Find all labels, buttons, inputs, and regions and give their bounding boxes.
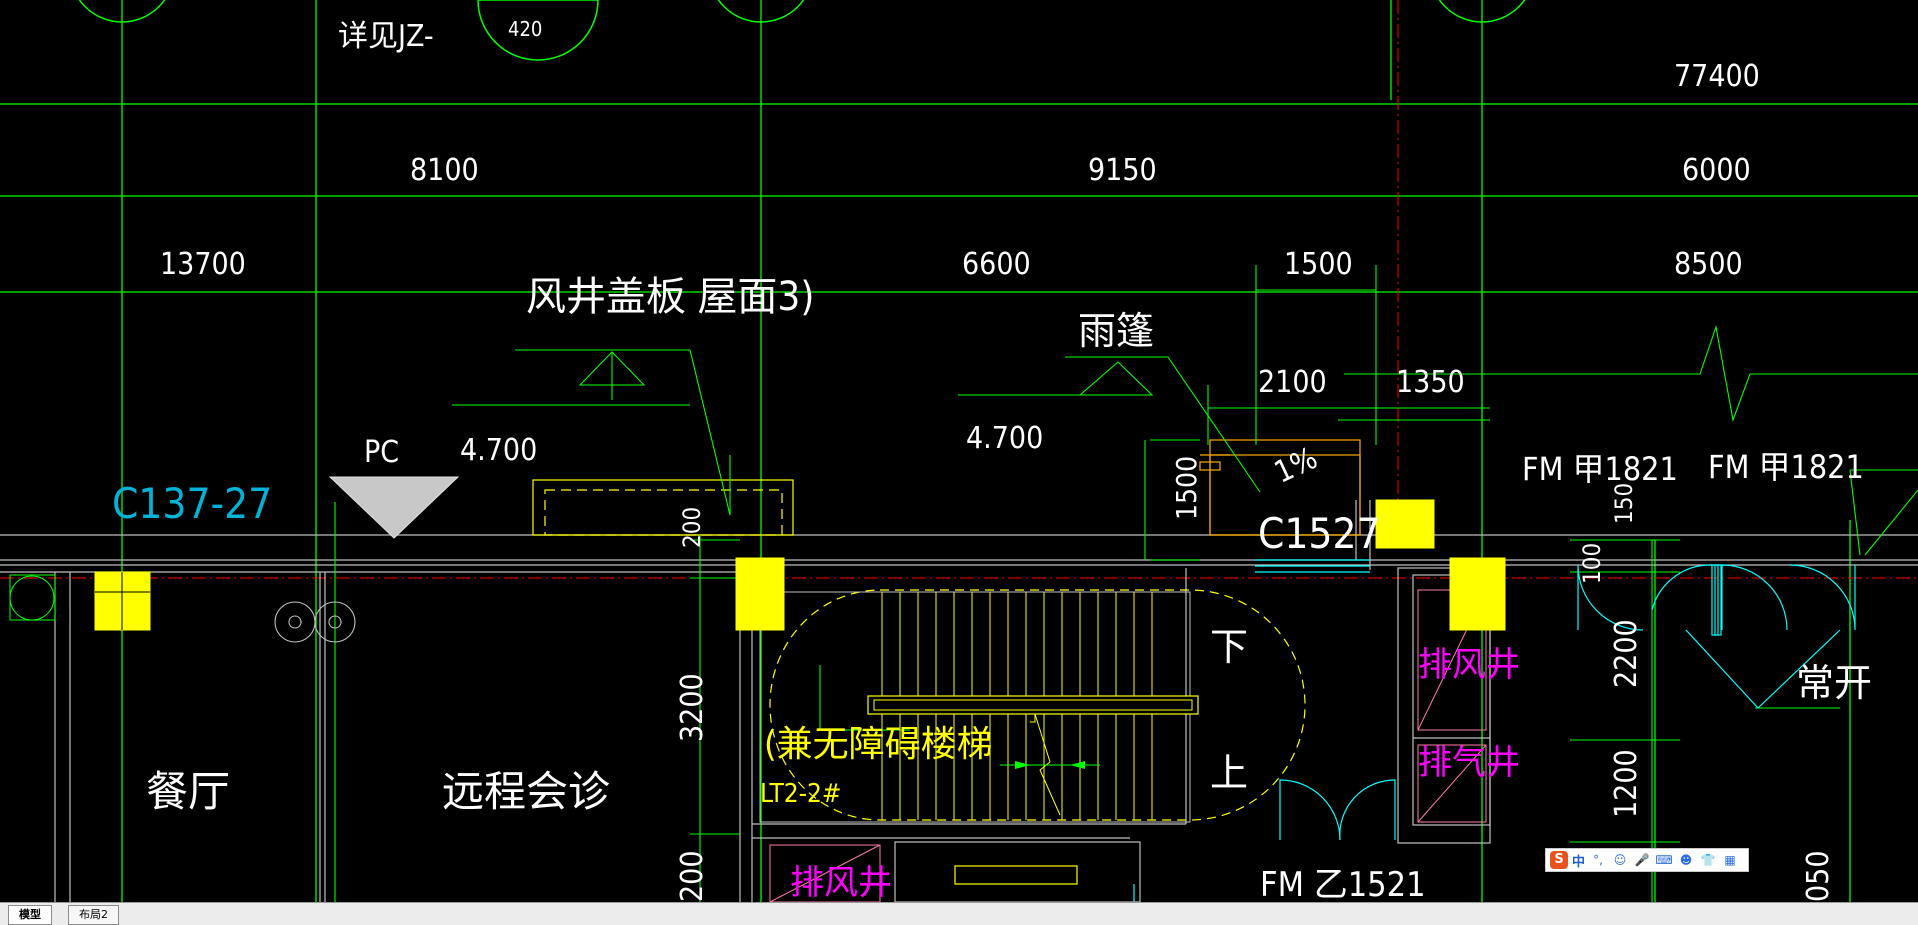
- dim-6000: 6000: [1682, 153, 1751, 188]
- elevation-right: 4.700: [966, 421, 1043, 456]
- dim-77400: 77400: [1674, 59, 1760, 94]
- dim-3200: 3200: [675, 673, 710, 742]
- restaurant-label: 餐厅: [146, 767, 230, 816]
- dim-13700: 13700: [160, 247, 246, 282]
- dim-200-top: 200: [678, 507, 706, 548]
- dim-2100: 2100: [1258, 365, 1327, 400]
- ime-toolbar[interactable]: S 中 °, ☺ 🎤 ⌨ ☻ 👕 ▦: [1545, 848, 1749, 872]
- grid-icon[interactable]: ▦: [1724, 853, 1736, 867]
- emoji-icon[interactable]: ☺: [1613, 853, 1627, 867]
- window-label-left: C137-27: [112, 479, 272, 528]
- dim-8100: 8100: [410, 153, 479, 188]
- stair-down-label: 下: [1210, 625, 1248, 669]
- exhaust-shaft-label-1: 排风井: [1418, 645, 1520, 685]
- staircase: [759, 589, 1306, 823]
- dim-1200: 1200: [1609, 749, 1644, 818]
- tab-layout2[interactable]: 布局2: [68, 905, 119, 925]
- exhaust-shaft-label-2: 排风井: [790, 863, 892, 902]
- door-label-fm-b: FM 乙1521: [1260, 865, 1426, 902]
- dim-150: 150: [1610, 483, 1638, 524]
- stair-code-label: LT2-2#: [760, 779, 842, 809]
- dim-1500-vertical: 1500: [1170, 456, 1203, 520]
- sogou-logo-icon[interactable]: S: [1550, 851, 1568, 869]
- left-small-window: [9, 574, 56, 621]
- tab-model[interactable]: 模型: [8, 905, 52, 925]
- dimension-lines: [334, 265, 1918, 902]
- door-label-fm2: FM 甲1821: [1708, 448, 1864, 486]
- vertical-grid-lines: [121, 0, 1851, 902]
- bench-rect: [954, 865, 1078, 885]
- door-label-fm1: FM 甲1821: [1522, 450, 1678, 488]
- detail-ref-label: 详见JZ-: [338, 19, 434, 54]
- stair-up-label: 上: [1210, 751, 1248, 795]
- pc-marker: [328, 476, 460, 539]
- layout-tab-bar: 模型 布局2: [0, 902, 1918, 925]
- dim-200-bottom: 200: [675, 850, 710, 902]
- canopy-outline: [1199, 439, 1361, 536]
- dim-2200: 2200: [1609, 619, 1644, 688]
- ime-mode-toggle[interactable]: 中: [1572, 854, 1586, 870]
- basins: [274, 601, 356, 643]
- dim-1500-top: 1500: [1284, 247, 1353, 282]
- cad-drawing-canvas[interactable]: 详见JZ- 420 77400 8100 9150 6000 13700 660…: [0, 0, 1918, 902]
- punctuation-icon[interactable]: °,: [1593, 853, 1603, 867]
- circle-420-label: 420: [508, 17, 542, 41]
- dim-9150: 9150: [1088, 153, 1157, 188]
- elevation-left: 4.700: [460, 433, 537, 468]
- shaft-cover-box: [532, 479, 794, 536]
- skin-icon[interactable]: 👕: [1700, 853, 1716, 867]
- horizontal-grid-lines: [0, 103, 1918, 293]
- telemedicine-label: 远程会诊: [442, 767, 610, 816]
- dim-100: 100: [1578, 543, 1606, 584]
- always-open-label: 常开: [1796, 661, 1872, 705]
- dim-1350: 1350: [1396, 365, 1465, 400]
- shaft-cover-label: 风井盖板 屋面3): [526, 274, 814, 320]
- dim-050: 050: [1801, 850, 1836, 902]
- canopy-label: 雨篷: [1078, 309, 1154, 353]
- doors: [1133, 559, 1856, 902]
- wall-lines: [0, 500, 1918, 902]
- exhaust-gas-shaft-label: 排气井: [1418, 743, 1520, 783]
- user-icon[interactable]: ☻: [1679, 853, 1693, 867]
- dim-8500: 8500: [1674, 247, 1743, 282]
- pc-label: PC: [364, 435, 399, 470]
- window-label-c1527: C1527: [1258, 509, 1381, 558]
- accessible-stair-label: (兼无障碍楼梯: [764, 724, 993, 765]
- mic-icon[interactable]: 🎤: [1634, 853, 1650, 867]
- dim-6600: 6600: [962, 247, 1031, 282]
- keyboard-icon[interactable]: ⌨: [1655, 853, 1673, 867]
